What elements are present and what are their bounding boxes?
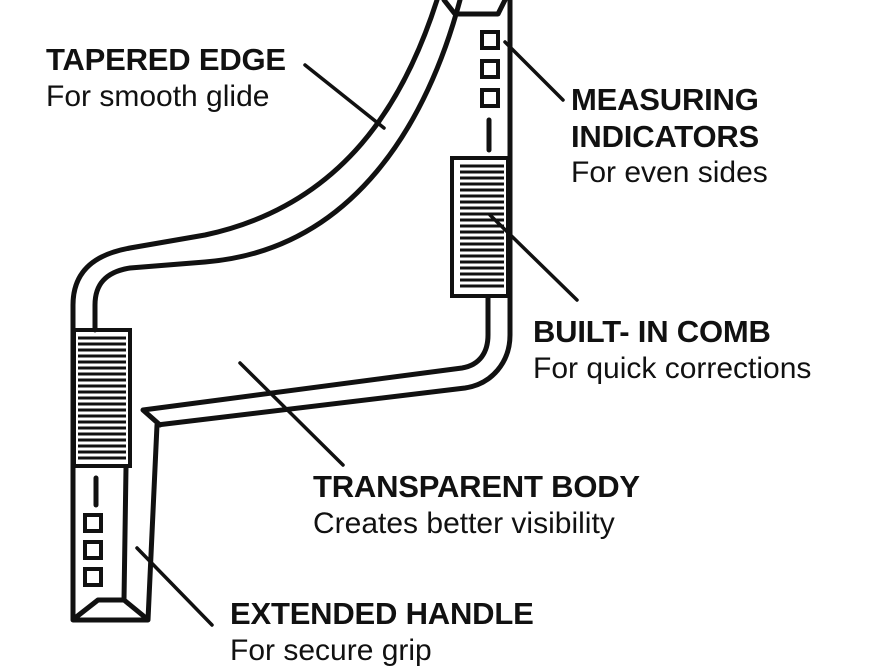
built-in-comb-lower bbox=[72, 328, 132, 468]
measuring-indicators-upper bbox=[480, 30, 500, 108]
leader-lines bbox=[135, 40, 579, 627]
indicator-square bbox=[83, 513, 103, 533]
label-description: For secure grip bbox=[230, 633, 432, 667]
comb-teeth bbox=[460, 164, 504, 288]
indicator-square bbox=[83, 567, 103, 587]
label-description: For even sides bbox=[571, 156, 768, 190]
indicator-square bbox=[480, 59, 500, 79]
body-inner-lip bbox=[140, 295, 491, 428]
built-in-comb-upper bbox=[450, 156, 510, 298]
handle-inner-edge bbox=[121, 465, 129, 603]
label-title: TRANSPARENT BODY bbox=[313, 469, 640, 504]
label-title: EXTENDED HANDLE bbox=[230, 596, 534, 631]
tool-inner-edge bbox=[92, 0, 463, 333]
label-title: BUILT- IN COMB bbox=[533, 314, 771, 349]
label-built-in-comb: BUILT- IN COMB For quick corrections bbox=[533, 314, 811, 386]
leader-tapered-edge bbox=[303, 63, 386, 130]
label-title: INDICATORS bbox=[571, 118, 760, 154]
label-tapered-edge: TAPERED EDGE For smooth glide bbox=[46, 42, 286, 114]
handle-bottom-notch bbox=[72, 597, 149, 621]
leader-transparent-body bbox=[238, 361, 345, 467]
label-transparent-body: TRANSPARENT BODY Creates better visibili… bbox=[313, 469, 640, 541]
indicator-square bbox=[83, 540, 103, 560]
tool-outline bbox=[70, 0, 513, 623]
leader-measuring-indicators bbox=[503, 40, 565, 102]
label-description: Creates better visibility bbox=[313, 506, 615, 540]
leader-built-in-comb bbox=[488, 213, 579, 302]
label-measuring-indicators: MEASURING INDICATORS For even sides bbox=[571, 82, 768, 191]
indicator-square bbox=[480, 88, 500, 108]
measuring-indicators-lower bbox=[83, 513, 103, 587]
comb-teeth bbox=[78, 336, 126, 460]
tool-outer-edge bbox=[70, 0, 513, 623]
label-description: For smooth glide bbox=[46, 79, 270, 113]
label-extended-handle: EXTENDED HANDLE For secure grip bbox=[230, 596, 534, 668]
comb-frame bbox=[450, 156, 510, 298]
leader-extended-handle bbox=[135, 546, 214, 627]
label-title: TAPERED EDGE bbox=[46, 42, 286, 77]
label-title: MEASURING bbox=[571, 82, 759, 117]
indicator-square bbox=[480, 30, 500, 50]
comb-frame bbox=[72, 328, 132, 468]
label-description: For quick corrections bbox=[533, 351, 812, 385]
top-notch bbox=[441, 0, 508, 17]
